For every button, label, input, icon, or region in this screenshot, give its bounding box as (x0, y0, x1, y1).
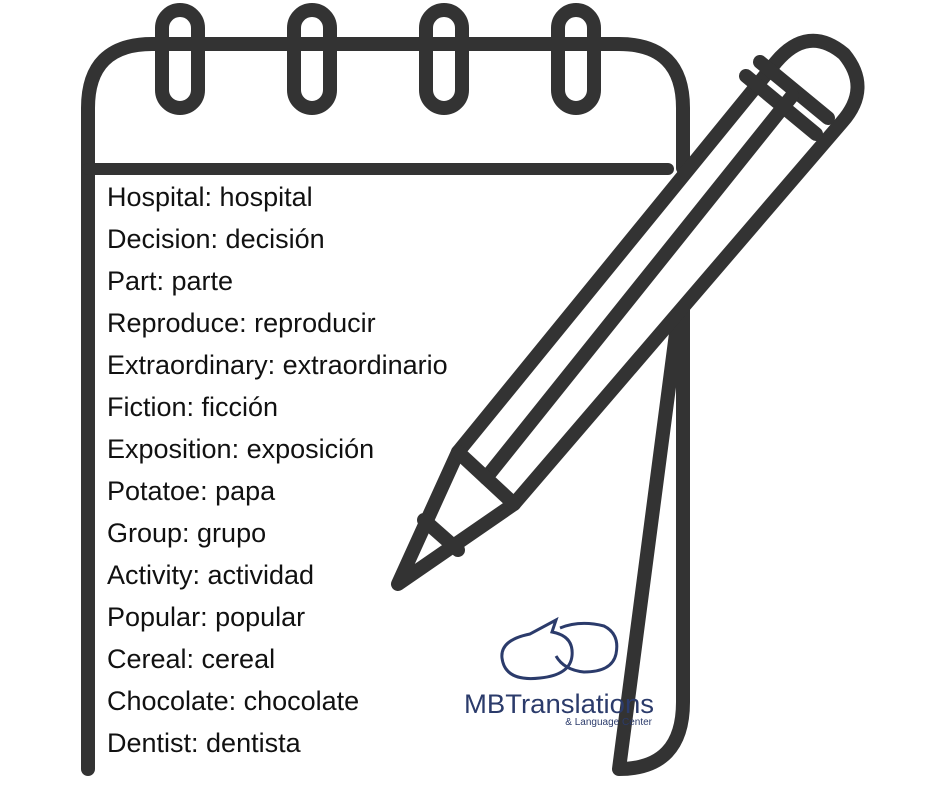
vocabulary-item: Activity: actividad (107, 560, 315, 590)
vocabulary-list: Hospital: hospital Decision: decisión Pa… (107, 176, 448, 764)
ring-2 (287, 3, 337, 115)
speech-bubbles-icon (500, 616, 619, 681)
vocabulary-item: Hospital: hospital (107, 182, 313, 212)
vocabulary-item: Cereal: cereal (107, 644, 276, 674)
pencil-wood-line (451, 445, 521, 511)
vocabulary-item: Reproduce: reproducir (107, 308, 376, 338)
vocabulary-item: Exposition: exposición (107, 434, 375, 464)
notepad-outline (81, 37, 690, 776)
vocabulary-item: Popular: popular (107, 602, 306, 632)
pencil-center-line (479, 89, 799, 485)
vocabulary-item: Fiction: ficción (107, 392, 279, 422)
logo-name: MBTranslations (464, 689, 654, 719)
vocabulary-item: Group: grupo (107, 518, 267, 548)
ring-3 (419, 3, 469, 115)
pencil-icon (391, 33, 865, 591)
notepad-icon (81, 3, 690, 776)
pencil-tip-line (417, 513, 465, 557)
vocabulary-item: Chocolate: chocolate (107, 686, 360, 716)
vocabulary-item: Potatoe: papa (107, 476, 276, 506)
vocabulary-item: Dentist: dentista (107, 728, 301, 758)
mbtranslations-logo: MBTranslations & Language Center (464, 616, 654, 728)
pencil-body (391, 33, 865, 591)
ring-4 (551, 3, 601, 115)
ring-1 (155, 3, 205, 115)
bubble-right (554, 621, 619, 674)
vocabulary-item: Part: parte (107, 266, 234, 296)
logo-tagline: & Language Center (565, 717, 652, 728)
vocabulary-item: Decision: decisión (107, 224, 325, 254)
bubble-left (500, 616, 574, 681)
vocabulary-item: Extraordinary: extraordinario (107, 350, 448, 380)
